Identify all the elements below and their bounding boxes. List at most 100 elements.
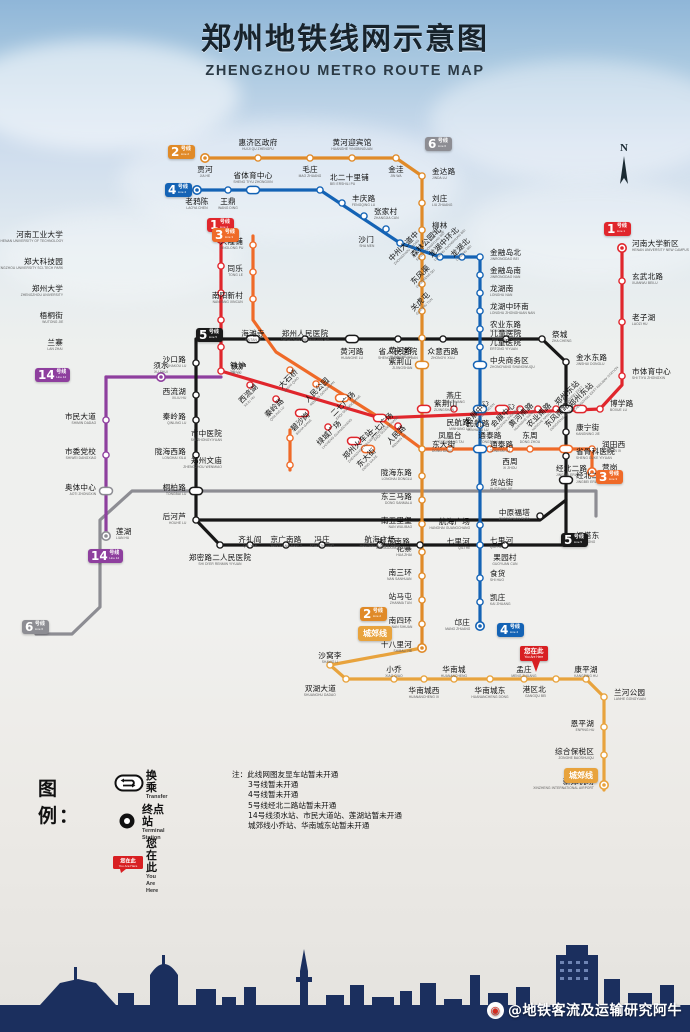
station-dot[interactable] [348,154,356,162]
station-dot[interactable] [246,381,254,389]
station-dot[interactable] [476,325,484,333]
station-dot[interactable] [346,436,362,446]
station-dot[interactable] [98,486,114,496]
station-dot[interactable] [450,675,458,683]
station-dot[interactable] [217,343,225,351]
station-dot[interactable] [476,483,484,491]
station-dot[interactable] [420,675,428,683]
station-dot[interactable] [552,675,560,683]
station-dot[interactable] [286,461,294,469]
station-dot[interactable] [458,253,466,261]
station-dot[interactable] [245,334,261,344]
station-dot[interactable] [254,154,262,162]
station-dot[interactable] [600,693,608,701]
station-dot[interactable] [418,280,426,288]
station-dot[interactable] [224,186,232,194]
station-dot[interactable] [301,335,309,343]
station-dot[interactable] [418,520,426,528]
station-dot[interactable] [416,541,424,549]
station-dot[interactable] [272,395,280,403]
station-dot[interactable] [372,413,388,423]
station-dot[interactable] [618,277,626,285]
station-dot[interactable] [520,675,528,683]
station-dot[interactable] [249,268,257,276]
station-dot[interactable] [476,307,484,315]
station-dot[interactable] [418,334,426,342]
station-dot[interactable] [534,405,542,413]
station-dot[interactable] [418,596,426,604]
station-dot[interactable] [294,408,310,418]
station-dot[interactable] [217,316,225,324]
station-dot[interactable] [588,445,596,453]
station-dot[interactable] [249,295,257,303]
station-dot[interactable] [618,318,626,326]
station-dot[interactable] [382,225,390,233]
station-dot[interactable] [192,391,200,399]
station-dot[interactable] [476,521,484,529]
station-dot[interactable] [474,620,485,631]
station-dot[interactable] [326,661,334,669]
station-dot[interactable] [562,428,570,436]
station-dot[interactable] [476,574,484,582]
station-dot[interactable] [249,241,257,249]
station-dot[interactable] [418,572,426,580]
line-badge-cj[interactable]: 城郊线 [358,626,392,641]
station-dot[interactable] [418,172,426,180]
station-dot[interactable] [526,445,534,453]
station-dot[interactable] [476,598,484,606]
station-dot[interactable] [572,404,588,414]
station-dot[interactable] [102,451,110,459]
station-dot[interactable] [101,530,112,541]
station-dot[interactable] [360,212,368,220]
station-dot[interactable] [598,779,609,790]
station-dot[interactable] [536,512,544,520]
station-dot[interactable] [376,541,384,549]
station-dot[interactable] [286,366,294,374]
station-dot[interactable] [472,360,488,370]
station-dot[interactable] [562,452,570,460]
station-dot[interactable] [342,675,350,683]
station-dot[interactable] [618,372,626,380]
station-dot[interactable] [600,751,608,759]
station-dot[interactable] [392,154,400,162]
station-dot[interactable] [418,445,426,453]
station-dot[interactable] [494,404,510,414]
station-dot[interactable] [600,723,608,731]
station-dot[interactable] [217,262,225,270]
station-dot[interactable] [476,271,484,279]
station-dot[interactable] [418,496,426,504]
station-dot[interactable] [156,371,167,382]
station-dot[interactable] [414,360,430,370]
station-dot[interactable] [416,642,427,653]
station-dot[interactable] [616,243,627,254]
station-dot[interactable] [360,444,376,454]
station-dot[interactable] [506,445,514,453]
station-dot[interactable] [538,335,546,343]
station-dot[interactable] [246,541,254,549]
station-dot[interactable] [418,199,426,207]
station-dot[interactable] [416,404,432,414]
station-dot[interactable] [476,421,484,429]
station-dot[interactable] [217,289,225,297]
station-dot[interactable] [476,289,484,297]
station-dot[interactable] [446,445,454,453]
station-dot[interactable] [217,367,225,375]
station-dot[interactable] [439,335,447,343]
station-dot[interactable] [476,343,484,351]
station-dot[interactable] [582,675,590,683]
station-dot[interactable] [418,226,426,234]
